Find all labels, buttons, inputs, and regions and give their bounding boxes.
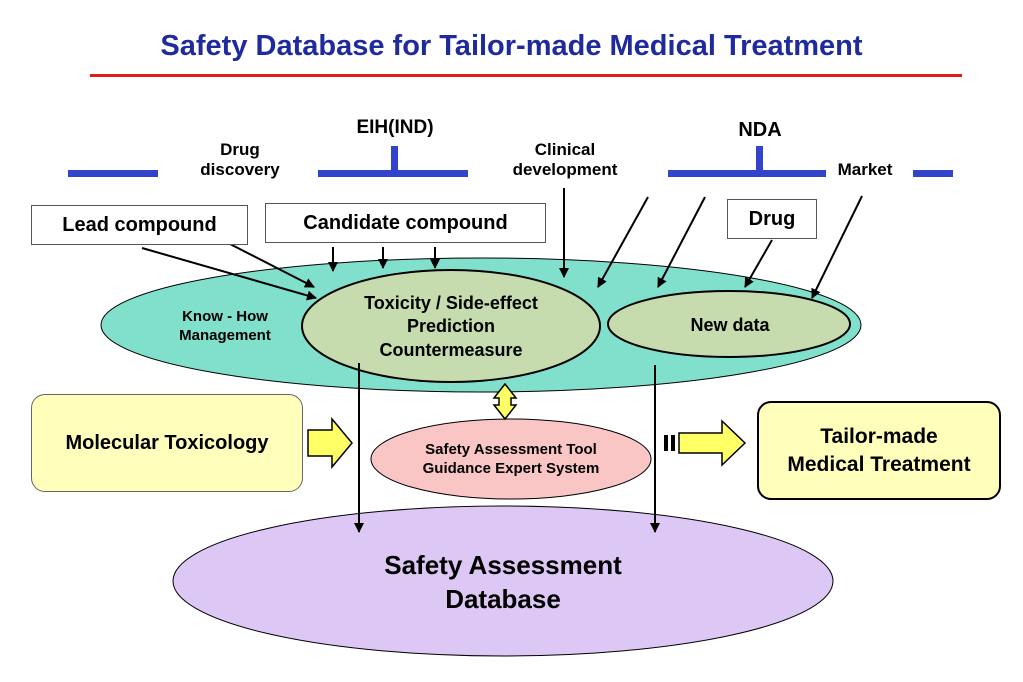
title-underline	[90, 74, 962, 77]
timeline	[68, 146, 953, 177]
safety-tool-label: Safety Assessment Tool Guidance Expert S…	[422, 440, 600, 478]
drug-box: Drug	[727, 199, 817, 239]
timeline-tick-nda	[756, 146, 763, 172]
timeline-segment-2	[318, 170, 468, 177]
label-drug-discovery: Drug discovery	[200, 140, 280, 180]
label-clinical-development: Clinical development	[512, 140, 618, 180]
timeline-segment-1	[68, 170, 158, 177]
arrow-lead-1	[141, 247, 317, 301]
arrow-nda-2	[657, 196, 706, 288]
label-eih-ind: EIH(IND)	[356, 117, 434, 138]
label-market: Market	[837, 160, 893, 179]
molecular-toxicology-box: Molecular Toxicology	[31, 394, 303, 492]
safety-database-ellipse	[172, 505, 834, 657]
block-arrow-molecular	[307, 416, 353, 470]
lead-compound-box: Lead compound	[31, 205, 248, 245]
candidate-compound-box: Candidate compound	[265, 203, 546, 243]
arrow-market	[811, 195, 863, 299]
arrow-nda-1	[597, 196, 649, 288]
safety-database-label: Safety Assessment Database	[384, 550, 622, 614]
know-how-label: Know - How Management	[179, 307, 271, 345]
arrow-drug	[744, 239, 773, 288]
toxicity-label: Toxicity / Side-effect Prediction Counte…	[364, 292, 538, 360]
timeline-segment-4	[913, 170, 953, 177]
bidirectional-arrow	[492, 382, 518, 421]
input-arrows	[141, 188, 863, 533]
new-data-ellipse	[607, 290, 851, 358]
timeline-tick-eih	[391, 146, 398, 172]
new-data-label: New data	[690, 314, 770, 335]
arrow-lead-2	[229, 243, 315, 288]
safety-tool-ellipse	[370, 418, 652, 500]
timeline-segment-3	[668, 170, 826, 177]
toxicity-ellipse	[301, 269, 601, 383]
page-title: Safety Database for Tailor-made Medical …	[160, 30, 863, 62]
label-nda: NDA	[738, 119, 782, 141]
block-arrow-tailor	[664, 419, 747, 467]
tailor-made-box: Tailor-made Medical Treatment	[757, 401, 1001, 500]
